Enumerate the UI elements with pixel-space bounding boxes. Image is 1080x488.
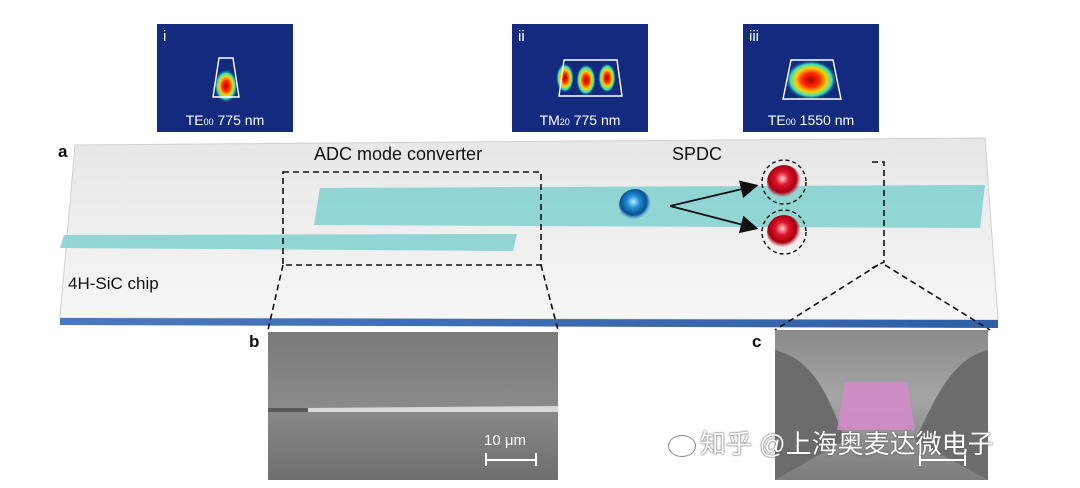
photon-outline-lower — [761, 209, 807, 255]
mode-profile-tm20-775 — [556, 59, 623, 97]
inset-caption: TE00 775 nm — [185, 112, 265, 128]
inset-tm20-775: ii TM20 775 nm — [512, 24, 648, 132]
watermark: 知乎 @上海奥麦达微电子 — [668, 424, 994, 461]
scale-bar-label-b: 10 μm — [484, 432, 526, 449]
chip-label: 4H-SiC chip — [68, 274, 159, 293]
sem-image-top-view: 10 μm — [268, 332, 558, 480]
zoom-line-b-right — [540, 264, 559, 331]
inset-te00-775: i TE00 775 nm — [157, 24, 293, 132]
sem-waveguide — [268, 406, 558, 466]
panel-label-b: b — [249, 332, 260, 351]
mode-profile-te00-775 — [212, 57, 240, 103]
mode-profile-te00-1550 — [782, 59, 842, 100]
pump-photon — [619, 189, 651, 221]
inset-roman-label: iii — [749, 28, 759, 45]
panel-label-c: c — [752, 332, 762, 351]
zoom-line-c-right — [884, 264, 991, 331]
adc-region-box — [282, 171, 542, 266]
signal-photon — [767, 165, 801, 199]
inset-te00-1550: iii TE00 1550 nm — [743, 24, 879, 132]
panel-label-a: a — [58, 142, 68, 161]
arrow-lower — [669, 205, 759, 234]
lower-waveguide — [60, 234, 517, 251]
inset-caption: TE00 1550 nm — [767, 112, 855, 128]
idler-photon — [767, 215, 801, 249]
cross-section-marker — [871, 161, 885, 269]
chip-top-surface — [59, 137, 999, 321]
photon-outline-upper — [761, 159, 807, 205]
spdc-label: SPDC — [672, 144, 723, 164]
zoom-line-b-left — [267, 264, 284, 331]
sem-image-cross-section — [775, 330, 988, 480]
zoom-line-c-left — [774, 264, 879, 331]
sem-cross-section — [775, 350, 988, 480]
chip-edge — [60, 318, 998, 328]
wechat-icon — [668, 435, 696, 458]
arrow-upper — [669, 180, 759, 207]
adc-label: ADC mode converter — [314, 144, 483, 164]
inset-roman-label: ii — [518, 28, 525, 45]
inset-roman-label: i — [163, 28, 167, 45]
inset-caption: TM20 775 nm — [539, 112, 621, 128]
